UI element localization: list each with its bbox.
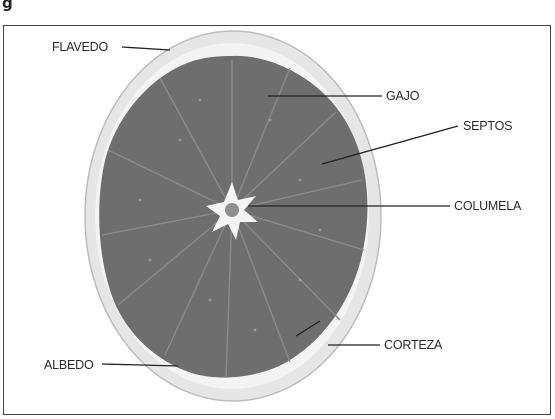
label-corteza: CORTEZA — [384, 338, 443, 352]
flavedo-leader — [122, 47, 170, 50]
label-albedo: ALBEDO — [44, 358, 94, 372]
label-flavedo: FLAVEDO — [52, 40, 108, 54]
label-columela: COLUMELA — [454, 199, 522, 213]
label-gajo: GAJO — [386, 89, 420, 103]
label-septos: SEPTOS — [463, 119, 512, 133]
